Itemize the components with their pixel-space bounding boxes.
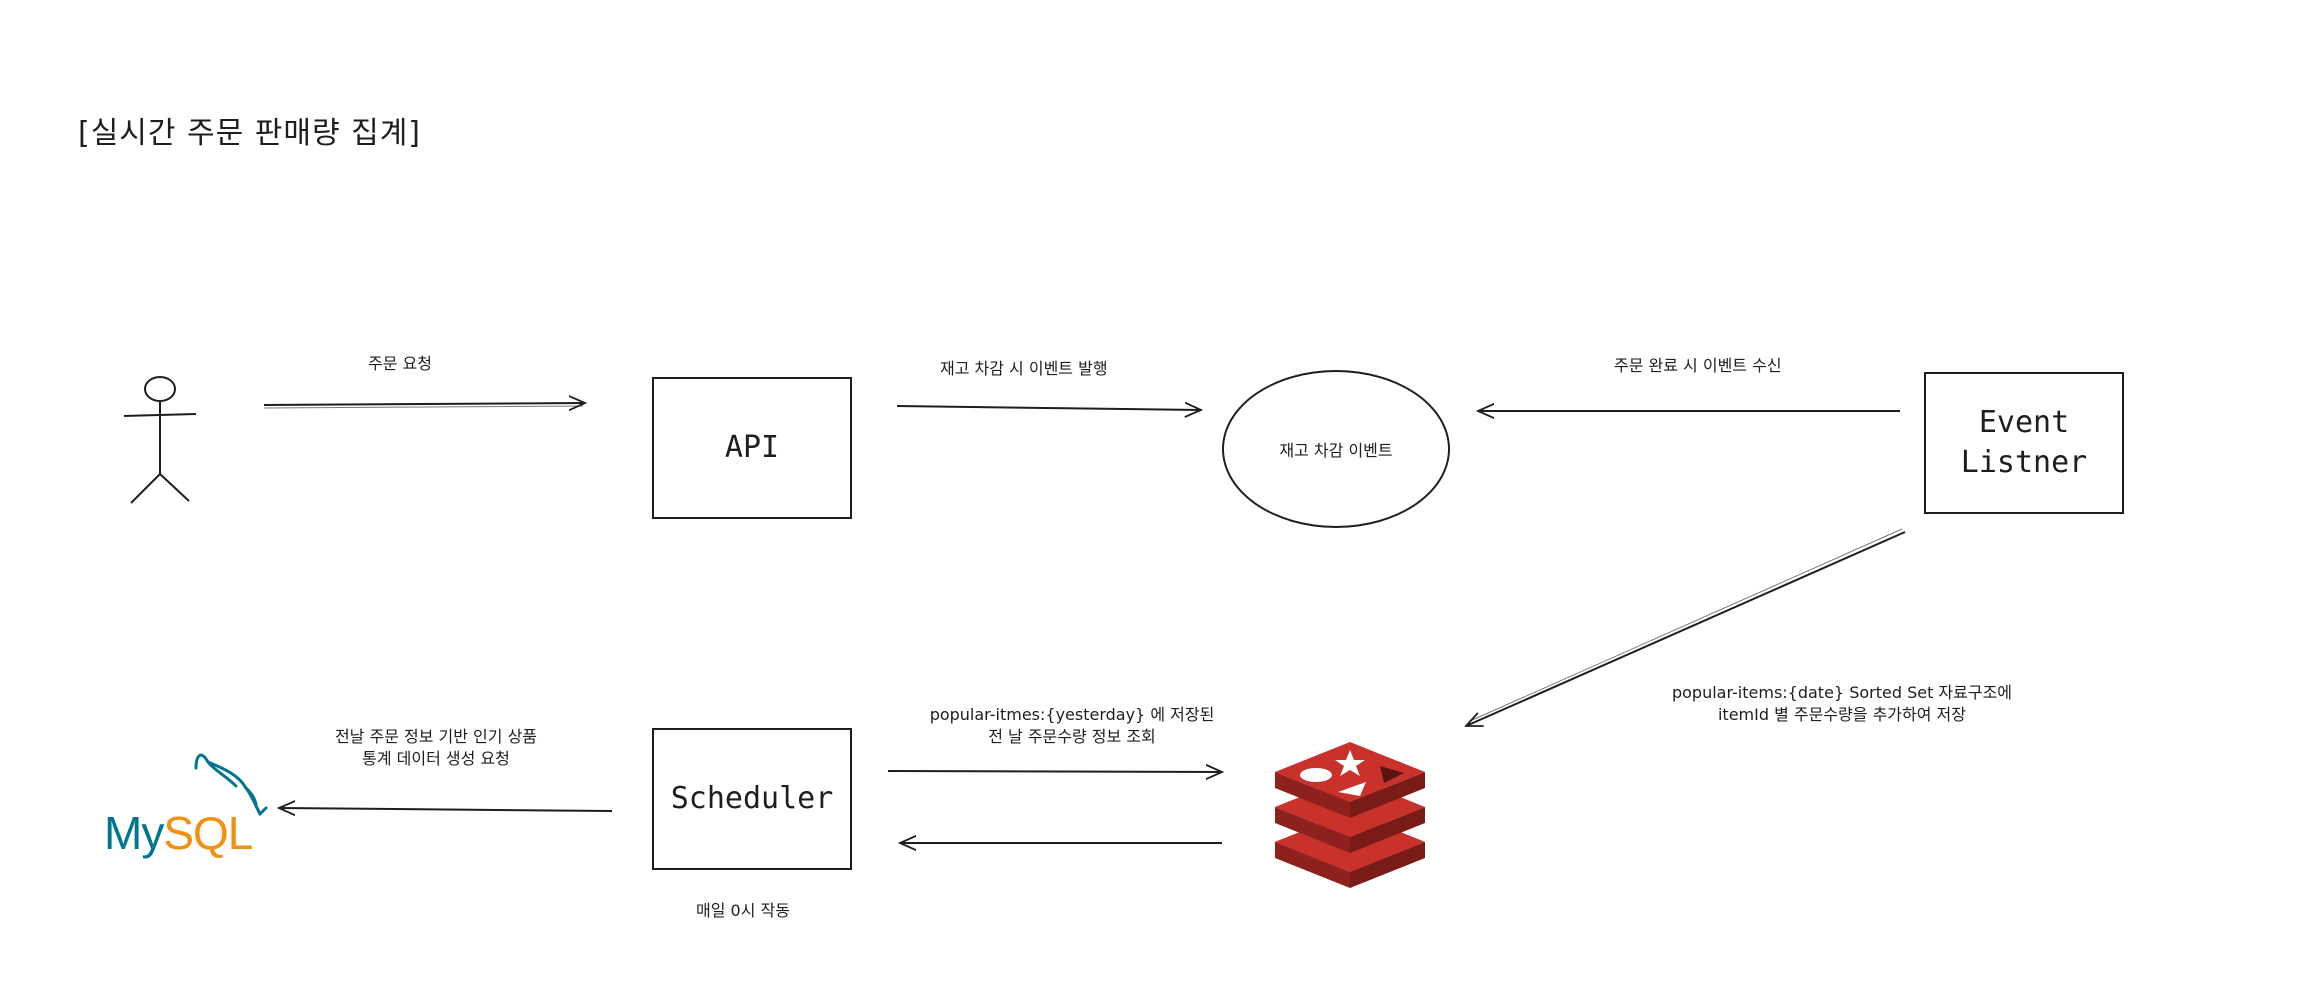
mysql-wordmark-sql: SQL [163, 807, 253, 859]
query-note-line1: popular-itmes:{yesterday} 에 저장된 [929, 705, 1215, 724]
query-note-line2: 전 날 주문수량 정보 조회 [988, 727, 1156, 746]
sorted-set-note-line2: itemId 별 주문수량을 추가하여 저장 [1717, 705, 1966, 724]
scheduler-node-label: Scheduler [670, 781, 834, 816]
api-node[interactable]: API [652, 377, 852, 519]
arrow-publish-event [896, 406, 1201, 410]
mysql-note-line1: 전날 주문 정보 기반 인기 상품 [334, 727, 538, 746]
event-listener-label-line1: Event [1978, 405, 2070, 440]
redis-logo-icon [1275, 742, 1425, 888]
arrow-order-request [263, 403, 585, 408]
sorted-set-note-line1: popular-items:{date} Sorted Set 자료구조에 [1671, 683, 2013, 702]
stock-deduct-event-node[interactable]: 재고 차감 이벤트 [1222, 370, 1450, 528]
arrow-store-sorted-set [1466, 528, 1906, 726]
label-mysql-note: 전날 주문 정보 기반 인기 상품 통계 데이터 생성 요청 [316, 726, 556, 770]
arrow-query-redis [887, 771, 1222, 772]
page-title: [실시간 주문 판매량 집계] [78, 116, 422, 151]
arrow-request-mysql [279, 808, 613, 811]
label-receive-event: 주문 완료 시 이벤트 수신 [1614, 356, 1782, 375]
label-query-note: popular-itmes:{yesterday} 에 저장된 전 날 주문수량… [912, 704, 1232, 748]
mysql-wordmark: MySQL [104, 806, 253, 860]
api-node-label: API [724, 430, 780, 465]
mysql-logo-icon [194, 753, 268, 816]
user-actor-icon [123, 376, 197, 504]
event-node-label: 재고 차감 이벤트 [1279, 441, 1393, 460]
label-order-request: 주문 요청 [368, 354, 432, 373]
label-publish-event: 재고 차감 시 이벤트 발행 [940, 359, 1108, 378]
event-listener-node[interactable]: Event Listner [1924, 372, 2124, 514]
mysql-note-line2: 통계 데이터 생성 요청 [362, 749, 510, 768]
event-listener-label-line2: Listner [1960, 445, 2088, 480]
mysql-wordmark-my: My [104, 807, 164, 859]
label-sorted-set-note: popular-items:{date} Sorted Set 자료구조에 it… [1652, 682, 2032, 726]
label-schedule-note: 매일 0시 작동 [696, 901, 790, 920]
scheduler-node[interactable]: Scheduler [652, 728, 852, 870]
